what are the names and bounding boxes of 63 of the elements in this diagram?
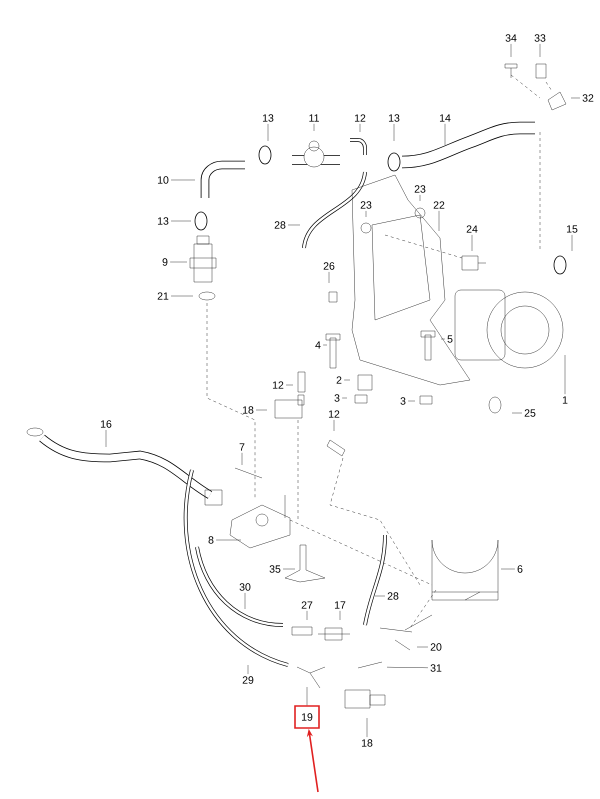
callout-number: 10	[158, 176, 168, 184]
callout-number: 18	[362, 739, 372, 747]
callout-number: 17	[334, 601, 346, 609]
leader-line	[282, 568, 296, 570]
leader-line	[286, 384, 294, 386]
leader-line	[244, 592, 246, 610]
callout-number: 5	[448, 335, 452, 343]
leader-line	[306, 610, 308, 620]
callout-number: 31	[430, 664, 442, 672]
leader-line	[408, 400, 416, 402]
callout-number: 8	[208, 536, 214, 544]
leader-line	[416, 646, 428, 648]
callout-number: 13	[262, 114, 274, 122]
callout-number: 4	[315, 341, 321, 349]
leader-line	[322, 344, 328, 346]
leader-line	[170, 220, 192, 222]
callout-number: 32	[582, 94, 594, 102]
callout-number: 7	[240, 443, 244, 451]
callout-number: 27	[302, 601, 312, 609]
callout-number: 28	[388, 592, 398, 600]
callout-number: 1	[562, 396, 568, 404]
callout-number: 22	[434, 201, 444, 209]
leader-line	[306, 686, 308, 706]
leader-line	[444, 124, 446, 146]
callout-number: 11	[309, 114, 319, 122]
leader-line	[366, 718, 368, 738]
leader-line	[386, 666, 428, 668]
callout-number: 9	[162, 258, 168, 266]
leader-line	[500, 568, 516, 570]
leader-line	[512, 412, 522, 414]
callout-number: 35	[270, 565, 280, 573]
callout-number: 25	[524, 409, 536, 417]
callout-number: 2	[336, 376, 342, 384]
callout-number: 13	[388, 114, 400, 122]
callout-number: 18	[242, 406, 254, 414]
leader-line	[510, 44, 512, 58]
leader-line	[328, 272, 330, 284]
callout-number: 16	[100, 420, 112, 428]
callout-number: 30	[240, 583, 250, 591]
callout-number: 23	[360, 201, 372, 209]
callout-number: 3	[334, 394, 340, 402]
callout-number: 3	[400, 397, 406, 405]
callout-number: 29	[242, 676, 254, 684]
callout-number: 15	[566, 225, 578, 233]
callout-number: 24	[466, 225, 478, 233]
callout-number: 21	[158, 292, 168, 300]
callout-number: 28	[274, 221, 286, 229]
callout-box: 19	[294, 705, 320, 729]
leader-line	[438, 210, 440, 232]
callout-number: 14	[440, 114, 451, 122]
callout-number: 13	[158, 217, 168, 225]
callout-number: 23	[414, 185, 426, 193]
leader-line	[440, 338, 446, 340]
callout-number: 12	[354, 114, 366, 122]
callout-number: 26	[324, 262, 334, 270]
leader-line	[288, 224, 300, 226]
callout-number: 34	[506, 34, 517, 42]
callout-number: 33	[534, 34, 546, 42]
leader-line	[564, 354, 566, 394]
callout-number: 12	[328, 410, 340, 418]
callout-number: 20	[430, 643, 442, 651]
callout-number: 6	[518, 565, 522, 573]
callout-number: 12	[272, 381, 284, 389]
